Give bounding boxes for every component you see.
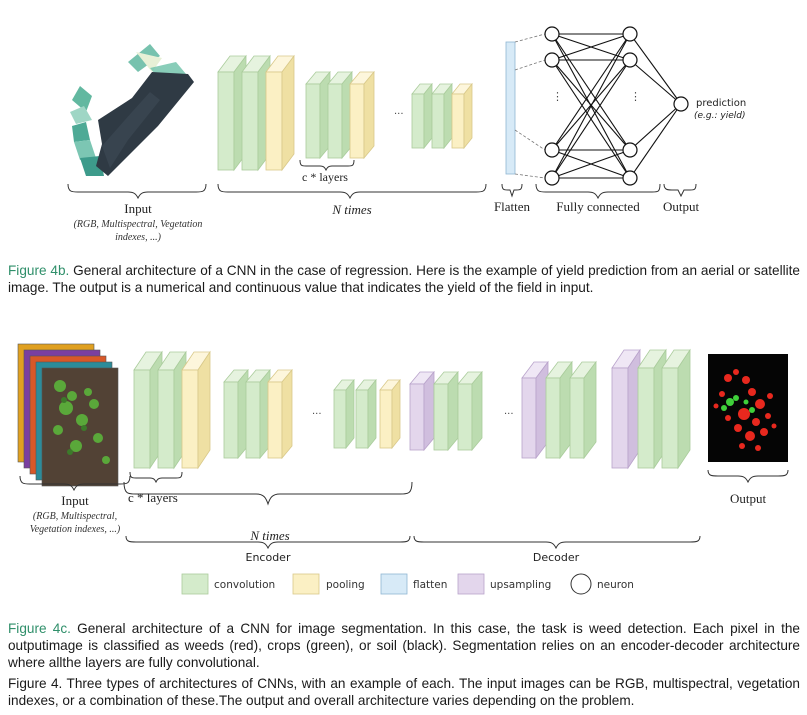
legend-label-pooling: pooling bbox=[326, 579, 365, 591]
flatten-layer bbox=[505, 41, 516, 175]
fully-connected-network: ⋮ ⋮ bbox=[544, 26, 682, 186]
ellipsis: ... bbox=[312, 406, 322, 417]
figure-4b: ... ⋮ ⋮ p bbox=[67, 26, 746, 243]
fc-connection bbox=[551, 33, 631, 151]
fc-neuron bbox=[622, 142, 638, 158]
caption-text: General architecture of a CNN for image … bbox=[8, 621, 800, 670]
output-label: Output bbox=[663, 199, 700, 214]
input-image-stack bbox=[17, 343, 119, 487]
fc-neuron bbox=[544, 52, 560, 68]
fully-connected-label: Fully connected bbox=[556, 199, 640, 214]
legend-swatch-upsampling bbox=[457, 573, 485, 595]
caption-label: Figure 4b. bbox=[8, 263, 70, 278]
fc-neuron bbox=[622, 52, 638, 68]
input-label: Input bbox=[61, 493, 89, 508]
fc-neuron bbox=[544, 170, 560, 186]
encoder-group-2 bbox=[223, 368, 293, 460]
prediction-neuron bbox=[673, 96, 689, 112]
legend-swatch-convolution bbox=[181, 573, 209, 595]
input-sub-2: indexes, ...) bbox=[115, 232, 161, 243]
vdots: ⋮ bbox=[630, 90, 641, 103]
input-sub-2: Vegetation indexes, ...) bbox=[30, 524, 121, 535]
fc-connection bbox=[551, 59, 631, 179]
decoder-group-2 bbox=[611, 348, 691, 470]
legend-swatch-neuron bbox=[570, 573, 592, 595]
caption-figure-4c: Figure 4c. General architecture of a CNN… bbox=[8, 620, 800, 671]
vdots: ⋮ bbox=[552, 90, 563, 103]
layers-group-3 bbox=[411, 82, 473, 150]
encoder-group-1 bbox=[133, 350, 211, 470]
braces-4b bbox=[67, 159, 697, 200]
output-segmentation-image bbox=[708, 354, 788, 462]
caption-label: Figure 4c. bbox=[8, 621, 71, 636]
ellipsis: ... bbox=[394, 106, 404, 117]
caption-text: Figure 4. Three types of architectures o… bbox=[8, 676, 800, 708]
flatten-connectors bbox=[514, 33, 546, 179]
ellipsis: ... bbox=[504, 406, 514, 417]
fc-output-connection bbox=[629, 59, 682, 105]
decoder-group-1 bbox=[521, 360, 597, 460]
fc-output-connection bbox=[629, 103, 682, 179]
input-aerial-image bbox=[70, 44, 194, 176]
input-sub-1: (RGB, Multispectral, Vegetation bbox=[74, 219, 203, 230]
layers-group-2 bbox=[305, 70, 375, 160]
n-times-label: N times bbox=[331, 202, 371, 217]
c-layers-label: c * layers bbox=[302, 170, 348, 184]
fc-output-connection bbox=[629, 103, 682, 151]
legend: convolution pooling flatten upsampling n… bbox=[181, 573, 634, 595]
output-label: Output bbox=[730, 491, 767, 506]
fc-connection bbox=[551, 149, 631, 179]
cnn-architecture-diagram: ... ⋮ ⋮ p bbox=[17, 26, 789, 595]
legend-label-convolution: convolution bbox=[214, 579, 275, 591]
input-sub-1: (RGB, Multispectral, bbox=[33, 511, 117, 522]
figure-4c: ... ... bbox=[17, 343, 789, 595]
fc-connection bbox=[551, 33, 631, 61]
legend-label-neuron: neuron bbox=[597, 579, 634, 591]
input-label: Input bbox=[124, 201, 152, 216]
bottleneck-group bbox=[409, 370, 483, 452]
braces-4c bbox=[19, 469, 789, 550]
legend-label-flatten: flatten bbox=[413, 579, 447, 591]
legend-swatch-pooling bbox=[292, 573, 320, 595]
layers-group-1 bbox=[217, 54, 295, 172]
fc-output-connection bbox=[629, 33, 682, 105]
c-layers-label: c * layers bbox=[128, 490, 178, 505]
prediction-sub: (e.g.: yield) bbox=[694, 111, 745, 121]
fc-connection bbox=[551, 33, 631, 179]
n-times-label: N times bbox=[249, 528, 289, 543]
flatten-label: Flatten bbox=[494, 199, 531, 214]
caption-figure-4b: Figure 4b. General architecture of a CNN… bbox=[8, 262, 800, 296]
caption-text: General architecture of a CNN in the cas… bbox=[8, 263, 800, 295]
caption-figure-4: Figure 4. Three types of architectures o… bbox=[8, 675, 800, 709]
fc-neuron bbox=[544, 26, 560, 42]
fc-neuron bbox=[544, 142, 560, 158]
encoder-group-3 bbox=[333, 378, 401, 450]
fc-neuron bbox=[622, 170, 638, 186]
encoder-label: Encoder bbox=[246, 551, 291, 564]
fc-neuron bbox=[622, 26, 638, 42]
legend-label-upsampling: upsampling bbox=[490, 579, 551, 591]
legend-swatch-flatten bbox=[380, 573, 408, 595]
decoder-label: Decoder bbox=[533, 551, 580, 564]
prediction-label: prediction bbox=[696, 98, 746, 109]
